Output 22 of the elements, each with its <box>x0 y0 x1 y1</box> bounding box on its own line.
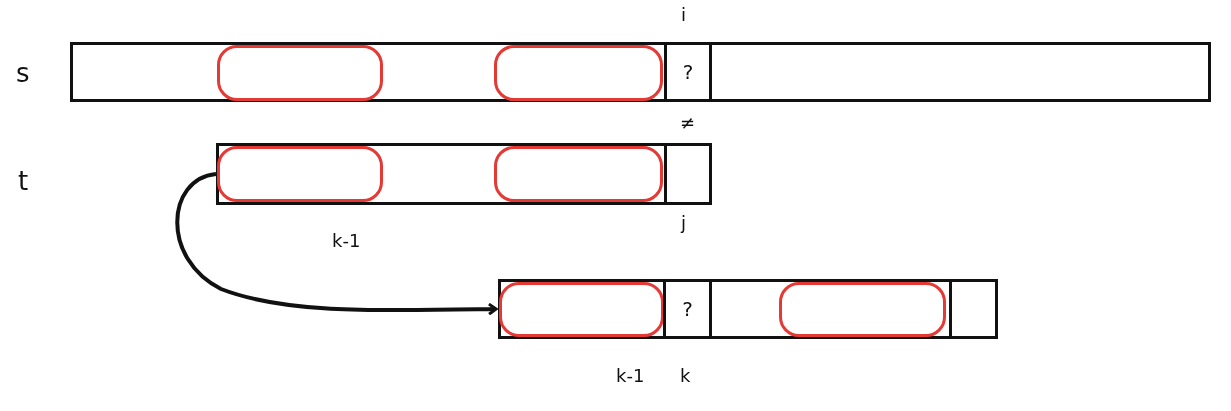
not-equal-sign: ≠ <box>680 112 696 133</box>
index-label: k <box>680 365 691 386</box>
cell-text: ? <box>682 297 693 321</box>
highlight-pill <box>779 282 946 337</box>
length-label: k-1 <box>332 230 361 251</box>
char-cell <box>663 279 712 339</box>
highlight-pill <box>494 146 663 202</box>
cell-text: ? <box>682 60 694 84</box>
highlight-pill <box>217 45 383 101</box>
string-strip <box>216 143 712 205</box>
index-label: j <box>681 212 686 233</box>
char-cell <box>664 42 712 102</box>
string-strip <box>70 42 1211 102</box>
string-name: t <box>18 166 29 196</box>
highlight-pill <box>499 282 664 337</box>
index-label: i <box>681 4 686 25</box>
highlight-pill <box>217 146 383 202</box>
highlight-pill <box>494 45 663 101</box>
string-strip <box>498 279 998 339</box>
curved-arrow <box>175 172 498 316</box>
string-name: s <box>16 58 30 88</box>
index-label: k-1 <box>616 365 645 386</box>
